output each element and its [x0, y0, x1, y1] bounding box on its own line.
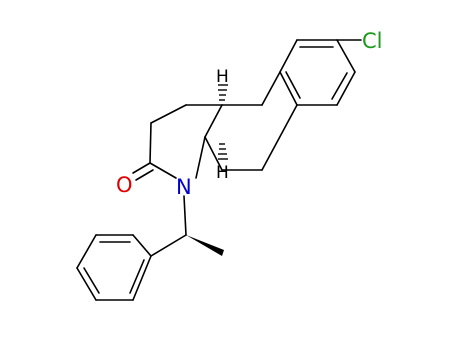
saturated-ring-b: [204, 71, 298, 171]
lactam-ring-c: [149, 104, 223, 179]
phenyl-ring: [76, 234, 152, 301]
carbonyl-double-bond: [132, 162, 154, 181]
oxygen-label: O: [116, 173, 133, 197]
hydrogen-bottom-label: H: [216, 163, 229, 183]
chlorine-label: Cl: [362, 29, 383, 53]
hashed-wedge-top: [218, 84, 228, 101]
aromatic-ring-a: [279, 39, 356, 106]
hydrogen-top-label: H: [216, 67, 229, 87]
methyl-wedge-bond: [186, 235, 224, 256]
hashed-wedge-bottom: [218, 143, 228, 160]
ch-phenyl-bond: [150, 234, 187, 257]
nitrogen-label: N: [176, 175, 192, 199]
n-ch-bond: [183, 195, 187, 236]
